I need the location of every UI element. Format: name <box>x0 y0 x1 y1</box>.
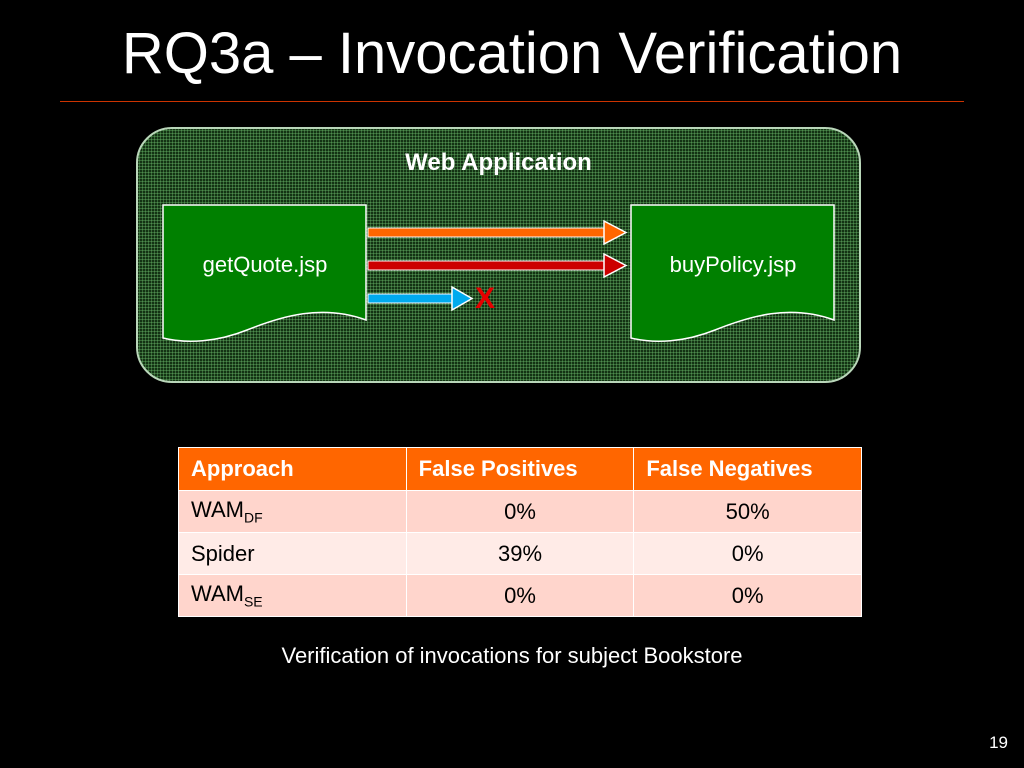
table-caption: Verification of invocations for subject … <box>281 643 743 668</box>
slide-title: RQ3a – Invocation Verification <box>121 21 903 86</box>
table-row: Spider 39% 0% <box>178 532 862 575</box>
page-number: 19 <box>989 733 1008 752</box>
get-quote-label: getQuote.jsp <box>202 252 328 277</box>
approach-cell: WAMSE <box>178 574 407 617</box>
red-invocation-arrow <box>367 252 628 279</box>
blue-failed-invocation-arrow <box>367 285 474 312</box>
results-table: Approach False Positives False Negatives… <box>178 447 862 617</box>
failure-x-mark: X <box>475 282 496 315</box>
title-divider <box>60 101 964 102</box>
get-quote-page: getQuote.jsp <box>162 204 368 344</box>
buy-policy-label: buyPolicy.jsp <box>669 252 797 277</box>
buy-policy-page: buyPolicy.jsp <box>630 204 836 344</box>
false-positives-cell: 0% <box>405 490 635 533</box>
false-negatives-cell: 0% <box>633 532 862 575</box>
table-header-row: Approach False Positives False Negatives <box>178 447 862 491</box>
approach-cell: Spider <box>178 532 407 575</box>
false-negatives-cell: 0% <box>633 574 862 617</box>
get-quote-document-shape <box>162 204 367 342</box>
column-header-false-negatives: False Negatives <box>633 447 862 491</box>
false-negatives-cell: 50% <box>633 490 862 533</box>
false-positives-cell: 0% <box>405 574 635 617</box>
web-application-label: Web Application <box>405 149 592 176</box>
column-header-approach: Approach <box>178 447 407 491</box>
buy-policy-document-shape <box>630 204 835 342</box>
orange-invocation-arrow <box>367 219 628 246</box>
table-row: WAMSE 0% 0% <box>178 574 862 617</box>
column-header-false-positives: False Positives <box>405 447 635 491</box>
false-positives-cell: 39% <box>405 532 635 575</box>
approach-cell: WAMDF <box>178 490 407 533</box>
table-row: WAMDF 0% 50% <box>178 490 862 533</box>
